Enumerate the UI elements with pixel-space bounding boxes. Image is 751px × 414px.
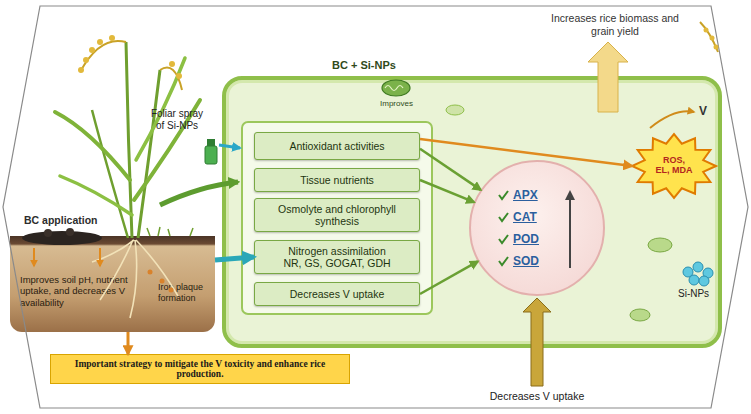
rice-grain xyxy=(78,67,84,73)
annotation-label: Foliar spray of Si-NPs xyxy=(146,108,208,132)
rice-grain xyxy=(169,61,175,67)
process-box: Tissue nutrients xyxy=(254,168,420,192)
node-text: Decreases V uptake xyxy=(290,288,385,300)
increase-arrow xyxy=(569,192,571,268)
hexagon-frame xyxy=(3,6,748,408)
annotation-label: Decreases V uptake xyxy=(484,390,590,402)
si-nanoparticle xyxy=(699,276,709,286)
annotation-label: Increases rice biomass and grain yield xyxy=(545,12,685,37)
si-nanoparticle xyxy=(689,275,699,285)
node-text: Osmolyte and chlorophyll synthesis xyxy=(273,203,401,227)
process-box: Antioxidant activities xyxy=(254,132,420,160)
rice-panicle xyxy=(700,22,718,52)
node-text: Antioxidant activities xyxy=(289,140,384,152)
biochar-particle xyxy=(66,228,74,236)
node-text: Iron plaque formation xyxy=(158,282,213,304)
iron-plaque xyxy=(160,279,165,284)
process-box: Nitrogen assimilationNR, GS, GOGAT, GDH xyxy=(254,240,420,274)
biochar-particle xyxy=(44,229,52,237)
rice-grain xyxy=(176,73,182,79)
organelle xyxy=(446,105,464,115)
soil-arrow xyxy=(33,248,35,266)
node-text: POD xyxy=(513,232,539,246)
rice-stem xyxy=(126,42,132,238)
connector-arrow xyxy=(215,257,254,260)
annotation-label: Si-NPs xyxy=(678,288,709,299)
process-box: Osmolyte and chlorophyll synthesis xyxy=(254,198,420,232)
connector-arrow xyxy=(127,332,130,354)
vacuole-circle: APX CAT POD SOD xyxy=(469,160,605,296)
mitochondrion xyxy=(382,80,410,96)
starburst-shape xyxy=(632,134,716,198)
rice-grain xyxy=(97,39,103,45)
trait-panel xyxy=(242,122,432,314)
node-text: SOD xyxy=(513,254,539,268)
rice-grain xyxy=(714,45,719,50)
rice-leaf xyxy=(60,176,132,215)
spray-bottle xyxy=(205,146,217,164)
si-nanoparticle xyxy=(693,262,703,272)
rice-panicle xyxy=(80,41,126,72)
annotation-label: V xyxy=(699,104,707,118)
iron-plaque xyxy=(169,288,174,293)
node-text: Important strategy to mitigate the V tox… xyxy=(57,359,343,380)
chloroplast xyxy=(630,309,650,321)
rice-grain xyxy=(109,35,115,41)
annotation-label: Improves xyxy=(380,99,413,108)
soil-arrow xyxy=(99,248,101,266)
node-text: BC + Si-NPs xyxy=(332,59,396,71)
rice-leaf xyxy=(55,112,130,180)
process-box: Decreases V uptake xyxy=(254,282,420,306)
node-text: BC application xyxy=(24,214,98,226)
mitochondrion-cristae xyxy=(385,86,403,91)
node-text: ROS, EL, MDA xyxy=(655,156,693,176)
iron-plaque xyxy=(148,270,153,275)
spray-nozzle xyxy=(207,139,215,146)
node-text: CAT xyxy=(513,210,537,224)
biochar-pile xyxy=(22,231,102,245)
starburst: ROS, EL, MDA xyxy=(632,134,716,198)
rice-grain xyxy=(710,36,715,41)
node-text: NR, GS, GOGAT, GDH xyxy=(283,257,390,269)
node-text: Nitrogen assimilation xyxy=(288,245,385,257)
rice-grain xyxy=(704,28,709,33)
highlight-box: Important strategy to mitigate the V tox… xyxy=(50,354,350,384)
soil-block: BC applicationImproves soil pH, nutrient… xyxy=(10,212,215,332)
node-text: APX xyxy=(513,188,538,202)
rice-grain xyxy=(89,47,95,53)
rice-panicle xyxy=(160,68,182,91)
chloroplast xyxy=(648,238,672,252)
rice-grain xyxy=(83,57,89,63)
node-text: Tissue nutrients xyxy=(300,174,374,186)
